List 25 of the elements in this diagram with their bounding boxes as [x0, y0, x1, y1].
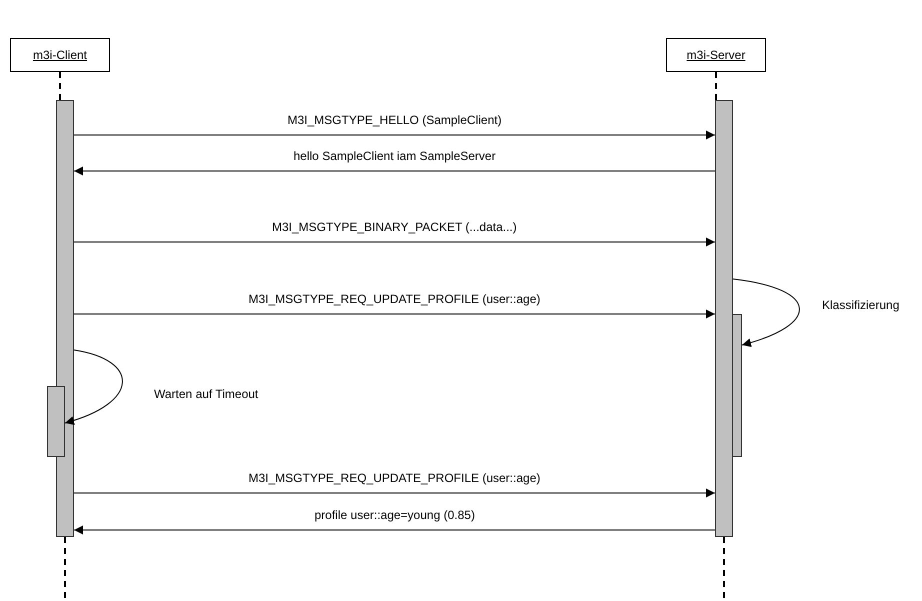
- message-label: M3I_MSGTYPE_BINARY_PACKET (...data...): [270, 220, 519, 235]
- activation-bar: [56, 100, 74, 537]
- message-arrow: [74, 310, 716, 318]
- activation-bar: [715, 100, 733, 537]
- self-message-arrow: [64, 350, 123, 425]
- activation-bar: [732, 314, 742, 457]
- message-label: M3I_MSGTYPE_HELLO (SampleClient): [286, 113, 504, 128]
- activation-bar: [47, 386, 65, 457]
- message-arrow: [74, 238, 716, 246]
- message-label: M3I_MSGTYPE_REQ_UPDATE_PROFILE (user::age): [246, 471, 542, 486]
- participant-box: [10, 38, 110, 72]
- message-arrow: [74, 526, 716, 534]
- message-label: M3I_MSGTYPE_REQ_UPDATE_PROFILE (user::age): [246, 292, 542, 307]
- message-label: Klassifizierung: [820, 298, 902, 313]
- participant-name: m3i-Client: [32, 48, 87, 62]
- message-label: profile user::age=young (0.85): [312, 508, 477, 523]
- lifeline: [715, 72, 717, 100]
- self-message-arrow: [732, 278, 800, 347]
- lifeline: [59, 72, 61, 100]
- message-label: hello SampleClient iam SampleServer: [292, 149, 498, 164]
- message-arrow: [74, 488, 716, 498]
- participant-box: [666, 38, 766, 72]
- message-arrow: [74, 166, 716, 176]
- message-arrow: [74, 130, 716, 140]
- participant-name: m3i-Server: [686, 48, 746, 62]
